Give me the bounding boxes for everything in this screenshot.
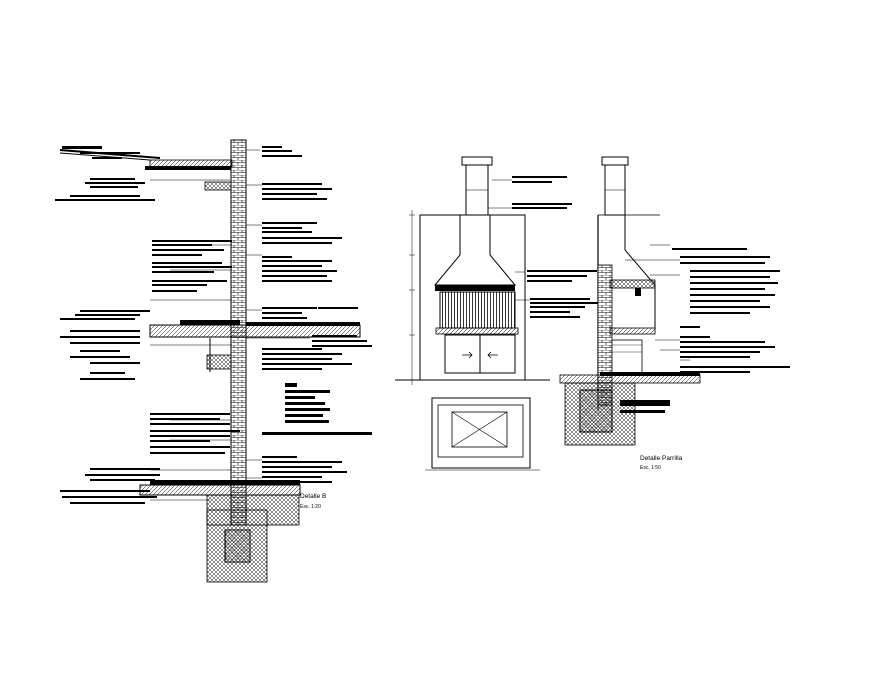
parrilla-title: Detalle Parrilla — [640, 455, 683, 462]
side-footing — [579, 389, 613, 433]
grill-grate — [439, 291, 516, 329]
detail-b-title: Detalle B — [300, 493, 326, 500]
bbq-plan-view — [431, 397, 531, 469]
roof-membrane — [145, 166, 231, 170]
detail-b-scale: Esc. 1:20 — [300, 504, 321, 510]
footing-concrete — [224, 529, 251, 563]
wall-section-detail-b: Detalle B Esc. 1:20 — [55, 139, 372, 583]
side-floor — [559, 374, 701, 384]
parrilla-side-section: Detalle Parrilla Esc. 1:50 — [559, 156, 790, 471]
parrilla-front-elevation — [395, 156, 600, 471]
parrilla-scale: Esc. 1:50 — [640, 465, 661, 471]
roof-slab — [149, 159, 233, 168]
ground-slab — [139, 484, 301, 496]
